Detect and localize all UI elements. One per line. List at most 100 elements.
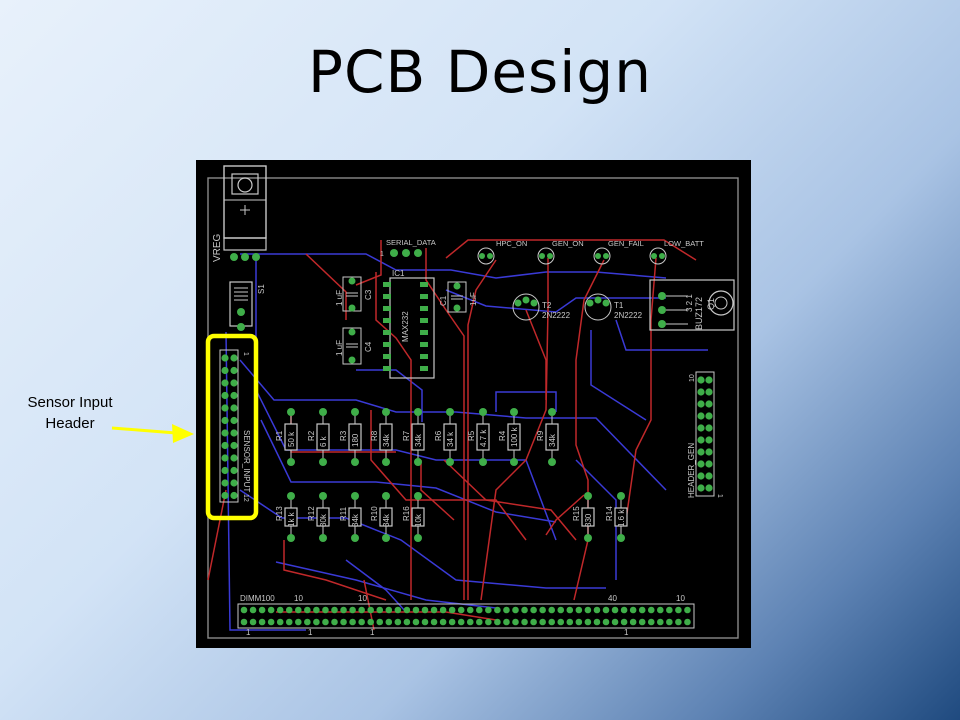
dimm-pad [249, 606, 257, 614]
dimm-pad [602, 606, 610, 614]
sensor-pad [221, 429, 229, 437]
dimm-pad [385, 618, 393, 626]
q1-part-label: BUZ172 [694, 297, 704, 330]
dimm-pad [503, 606, 510, 614]
sensor-pin12-label: 12 [242, 494, 249, 502]
callout-arrow [111, 424, 194, 443]
dimm-pad [430, 618, 438, 626]
dimm-pad [657, 618, 664, 626]
dimm-pad [684, 606, 691, 614]
dimm100-connector: DIMM100 10 10 40 10 1 1 1 1 [237, 594, 695, 637]
dimm-pad [439, 606, 447, 614]
dimm-pad [376, 606, 384, 614]
dimm-pad [647, 606, 655, 614]
resistor-r13-value: 1k k [287, 511, 296, 527]
dimm-pad [276, 618, 284, 626]
dimm-pad [367, 606, 374, 614]
dimm-pad [521, 618, 528, 626]
sensor-pad [221, 479, 229, 487]
q1-pins-label: 3 2 1 [685, 294, 694, 312]
c1-value-label: 1uF [469, 292, 478, 306]
serial-data-header: SERIAL_DATA 1 [380, 238, 436, 258]
dimm-pad [521, 606, 528, 614]
sensor-pad [221, 354, 229, 362]
dimm-pad [358, 618, 365, 626]
resistor-r7-name: R7 [402, 430, 411, 441]
capacitor-c3: 1 uF C3 [335, 276, 373, 312]
sensor-input-label: SENSOR_INPUT [242, 430, 251, 492]
dimm-pad [412, 606, 420, 614]
dimm-pad [584, 618, 592, 626]
dimm-pad [358, 606, 365, 614]
dimm-pad [340, 618, 347, 626]
ic1-max232: IC1 MAX232 [383, 269, 435, 379]
dimm-pad [349, 618, 356, 626]
header-gen-pad [697, 412, 705, 420]
dimm-top-label-2: 10 [358, 594, 367, 603]
t2-part-label: 2N2222 [542, 311, 571, 320]
dimm-pad [666, 618, 673, 626]
resistor-r5-name: R5 [467, 430, 476, 441]
capacitor-c1: C1 1uF [439, 281, 478, 313]
dimm-pad [322, 618, 329, 626]
resistor-r9-name: R9 [536, 430, 545, 441]
dimm-pad [593, 606, 601, 614]
dimm-pad [575, 606, 583, 614]
sensor-pad [230, 479, 238, 487]
header-gen-pad [705, 460, 713, 468]
dimm-top-label-3: 40 [608, 594, 617, 603]
dimm-pad [349, 606, 356, 614]
resistor-r2-name: R2 [307, 430, 316, 441]
dimm-pad [657, 606, 664, 614]
sensor-pad [230, 416, 238, 425]
resistor-r14-value: 1.6 k [617, 509, 626, 527]
sensor-pad [221, 454, 229, 462]
header-gen-pad [697, 388, 705, 396]
dimm-pad [240, 618, 248, 626]
dimm-label: DIMM100 [240, 594, 275, 603]
resistor-r11-value: 34k [351, 513, 360, 527]
dimm-pad [512, 618, 519, 626]
sensor-pad [221, 391, 229, 400]
dimm-pad [503, 618, 510, 626]
dimm-pad [485, 618, 492, 626]
dimm-pad [647, 618, 655, 626]
resistor-r13-name: R13 [275, 506, 284, 521]
dimm-pad [539, 618, 546, 626]
dimm-pad [476, 618, 483, 626]
resistor-r6-value: 34 k [446, 431, 455, 447]
dimm-pad [566, 618, 574, 626]
resistor-r4-value: 100 k [510, 426, 519, 447]
header-gen-pad [697, 484, 705, 492]
dimm-pad [611, 606, 619, 614]
header-gen-pad [697, 376, 705, 384]
led-low-batt-label: LOW_BATT [664, 239, 704, 248]
dimm-pad [421, 618, 429, 626]
c1-name-label: C1 [439, 295, 448, 306]
dimm-pad [322, 606, 329, 614]
dimm-top-label-4: 10 [676, 594, 685, 603]
header-gen-pad [705, 436, 713, 444]
dimm-pad [385, 606, 393, 614]
transistor-t2: T2 2N2222 [512, 293, 571, 321]
dimm-bottom-label-1: 1 [246, 628, 251, 637]
header-gen-pad [697, 472, 705, 480]
pcb-board-background [196, 160, 751, 648]
header-gen-pad [697, 424, 705, 432]
dimm-pad [331, 618, 338, 626]
dimm-pad [675, 618, 682, 626]
sensor-pad [230, 404, 238, 412]
resistor-r6-name: R6 [434, 430, 443, 441]
dimm-pad [367, 618, 374, 626]
sensor-pad [230, 454, 238, 462]
header-gen-pad [705, 472, 713, 480]
dimm-pad [439, 618, 447, 626]
sensor-pad [230, 354, 238, 362]
resistor-r1: 50 kR1 [275, 408, 298, 466]
